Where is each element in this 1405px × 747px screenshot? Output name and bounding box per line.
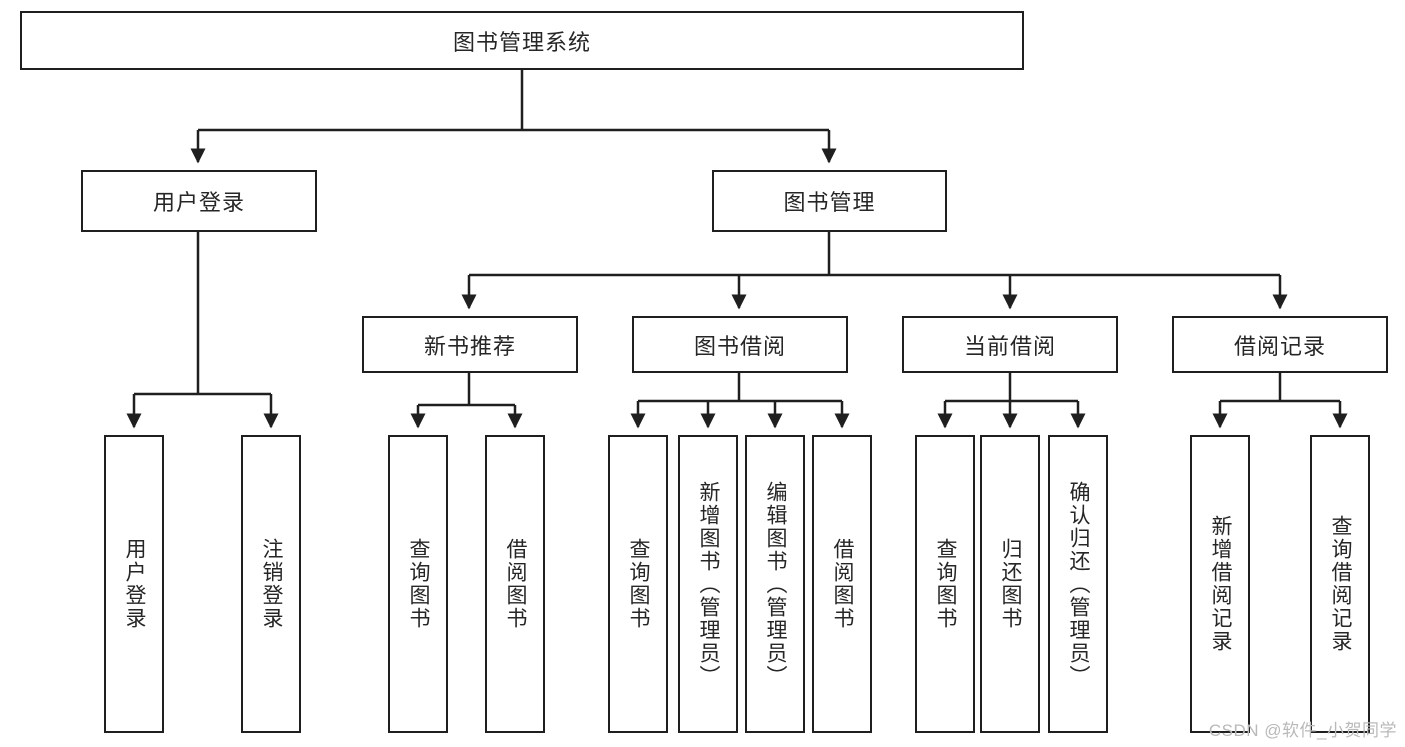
leaf-new-book-borrow[interactable]: 借阅图书 bbox=[485, 435, 545, 733]
node-label: 图书管理 bbox=[783, 190, 876, 215]
leaf-user-login-logout[interactable]: 注销登录 bbox=[241, 435, 301, 733]
leaf-book-borrow-borrow[interactable]: 借阅图书 bbox=[812, 435, 872, 733]
leaf-book-borrow-edit[interactable]: 编辑图书（管理员） bbox=[745, 435, 805, 733]
node-label: 用户登录 bbox=[152, 190, 245, 215]
node-label: 新增图书（管理员） bbox=[697, 480, 721, 688]
node-label: 借阅图书 bbox=[504, 538, 528, 630]
node-label: 借阅记录 bbox=[1233, 333, 1326, 359]
node-label: 当前借阅 bbox=[963, 333, 1056, 359]
node-label: 用户登录 bbox=[123, 538, 147, 630]
node-new-book-recommend[interactable]: 新书推荐 bbox=[362, 316, 578, 373]
leaf-book-borrow-add[interactable]: 新增图书（管理员） bbox=[678, 435, 738, 733]
node-label: 查询图书 bbox=[407, 538, 431, 630]
leaf-book-borrow-query[interactable]: 查询图书 bbox=[608, 435, 668, 733]
node-root-book-management-system[interactable]: 图书管理系统 bbox=[20, 11, 1024, 70]
node-label: 查询图书 bbox=[627, 538, 651, 630]
node-label: 图书借阅 bbox=[693, 333, 786, 359]
node-label: 查询图书 bbox=[934, 538, 958, 630]
leaf-user-login-login[interactable]: 用户登录 bbox=[104, 435, 164, 733]
node-label: 图书管理系统 bbox=[452, 29, 591, 55]
node-label: 借阅图书 bbox=[831, 538, 855, 630]
node-label: 注销登录 bbox=[260, 538, 284, 630]
node-label: 确认归还（管理员） bbox=[1067, 480, 1091, 688]
leaf-borrow-record-query[interactable]: 查询借阅记录 bbox=[1310, 435, 1370, 733]
node-label: 新书推荐 bbox=[423, 333, 516, 359]
node-borrow-record[interactable]: 借阅记录 bbox=[1172, 316, 1388, 373]
leaf-borrow-record-add[interactable]: 新增借阅记录 bbox=[1190, 435, 1250, 733]
leaf-current-borrow-query[interactable]: 查询图书 bbox=[915, 435, 975, 733]
leaf-new-book-query[interactable]: 查询图书 bbox=[388, 435, 448, 733]
leaf-current-borrow-return[interactable]: 归还图书 bbox=[980, 435, 1040, 733]
node-user-login[interactable]: 用户登录 bbox=[81, 170, 317, 232]
node-book-management[interactable]: 图书管理 bbox=[712, 170, 947, 232]
node-label: 归还图书 bbox=[999, 538, 1023, 630]
node-label: 查询借阅记录 bbox=[1329, 515, 1353, 653]
node-book-borrow[interactable]: 图书借阅 bbox=[632, 316, 848, 373]
node-label: 编辑图书（管理员） bbox=[764, 480, 788, 688]
leaf-current-borrow-confirm-return[interactable]: 确认归还（管理员） bbox=[1048, 435, 1108, 733]
node-current-borrow[interactable]: 当前借阅 bbox=[902, 316, 1118, 373]
node-label: 新增借阅记录 bbox=[1209, 515, 1233, 653]
